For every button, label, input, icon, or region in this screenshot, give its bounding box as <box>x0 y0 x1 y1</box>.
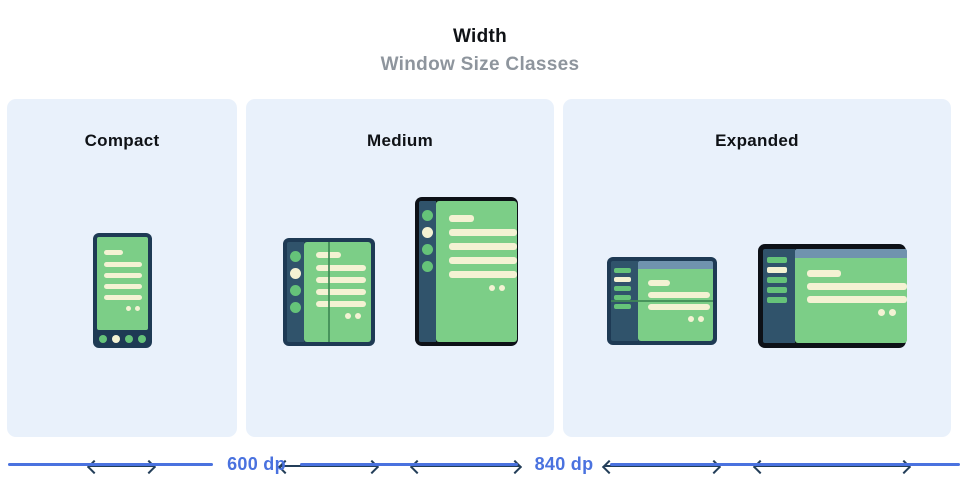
text-line <box>449 271 517 278</box>
foldable-screen <box>304 242 371 342</box>
panel-medium: Medium <box>246 99 554 467</box>
desktop-illustration <box>758 244 907 348</box>
rail-dot-icon <box>290 251 301 262</box>
tablet-screen <box>436 201 517 342</box>
axis-line-segment <box>300 463 518 466</box>
text-line <box>449 243 517 250</box>
menu-line <box>614 277 631 282</box>
panel-title: Compact <box>84 131 160 150</box>
nav-sidebar <box>763 249 795 343</box>
phone-nav-bar <box>93 330 152 348</box>
dot-icon <box>698 316 704 322</box>
text-line <box>648 292 710 298</box>
text-line <box>316 289 366 295</box>
dot-icon <box>355 313 361 319</box>
text-line <box>807 283 907 290</box>
breakpoint-label-600dp: 600 dp <box>227 454 286 474</box>
fold-line <box>328 242 330 342</box>
menu-line <box>767 287 787 293</box>
width-arrow <box>756 465 908 467</box>
nav-rail <box>419 201 436 342</box>
landscape-foldable-illustration <box>607 257 717 345</box>
nav-dot-icon <box>99 335 107 343</box>
nav-dot-icon <box>138 335 146 343</box>
text-line <box>648 280 670 286</box>
axis-line-segment <box>8 463 213 466</box>
fold-line <box>611 300 713 302</box>
device-content <box>638 269 713 341</box>
menu-line <box>614 295 631 300</box>
width-arrow <box>90 465 153 467</box>
rail-dot-icon <box>290 268 301 279</box>
text-line <box>104 284 142 289</box>
action-dots <box>104 306 148 311</box>
rail-dot-icon <box>290 302 301 313</box>
tablet-portrait-illustration <box>415 197 518 346</box>
text-line <box>104 250 123 255</box>
panel-expanded: Expanded <box>563 99 951 467</box>
rail-dot-icon <box>422 261 433 272</box>
app-top-bar <box>638 261 713 269</box>
device-main-area <box>795 249 907 343</box>
dot-icon <box>889 309 896 316</box>
menu-line <box>767 277 787 283</box>
dot-icon <box>878 309 885 316</box>
text-line <box>807 296 907 303</box>
dot-icon <box>499 285 505 291</box>
page-title: Width <box>452 26 508 47</box>
dot-icon <box>489 285 495 291</box>
action-dots <box>648 316 713 322</box>
width-arrow <box>605 465 718 467</box>
menu-line <box>614 268 631 273</box>
rail-dot-icon <box>422 244 433 255</box>
text-line <box>104 295 142 300</box>
text-line <box>648 304 710 310</box>
action-dots <box>449 285 517 291</box>
text-line <box>316 265 366 271</box>
nav-rail <box>287 242 304 342</box>
text-line <box>316 277 366 283</box>
dot-icon <box>688 316 694 322</box>
action-dots <box>316 313 371 319</box>
width-arrow <box>281 465 376 467</box>
phone-screen <box>97 237 148 330</box>
text-line <box>316 301 366 307</box>
phone-illustration <box>93 233 152 348</box>
text-line <box>104 262 142 267</box>
app-top-bar <box>795 249 907 258</box>
rail-dot-icon <box>422 227 433 238</box>
page-subtitle: Window Size Classes <box>380 54 580 75</box>
text-line <box>449 257 517 264</box>
menu-line <box>614 286 631 291</box>
menu-line <box>767 297 787 303</box>
dot-icon <box>126 306 131 311</box>
menu-line <box>767 257 787 263</box>
text-line <box>449 215 474 222</box>
nav-dot-icon <box>125 335 133 343</box>
text-line <box>449 229 517 236</box>
axis-line-segment <box>610 463 960 466</box>
rail-dot-icon <box>290 285 301 296</box>
rail-dot-icon <box>422 210 433 221</box>
device-content <box>795 258 907 343</box>
open-foldable-illustration <box>283 238 375 346</box>
panel-compact: Compact <box>7 99 237 467</box>
width-arrow <box>413 465 519 467</box>
dot-icon <box>345 313 351 319</box>
breakpoint-label-840dp: 840 dp <box>534 454 594 474</box>
dot-icon <box>135 306 140 311</box>
nav-dot-icon <box>112 335 120 343</box>
panel-title: Medium <box>366 131 434 150</box>
menu-line <box>767 267 787 273</box>
text-line <box>807 270 841 277</box>
panel-title: Expanded <box>715 131 799 150</box>
action-dots <box>807 309 907 316</box>
device-main-area <box>638 261 713 341</box>
menu-line <box>614 304 631 309</box>
text-line <box>104 273 142 278</box>
